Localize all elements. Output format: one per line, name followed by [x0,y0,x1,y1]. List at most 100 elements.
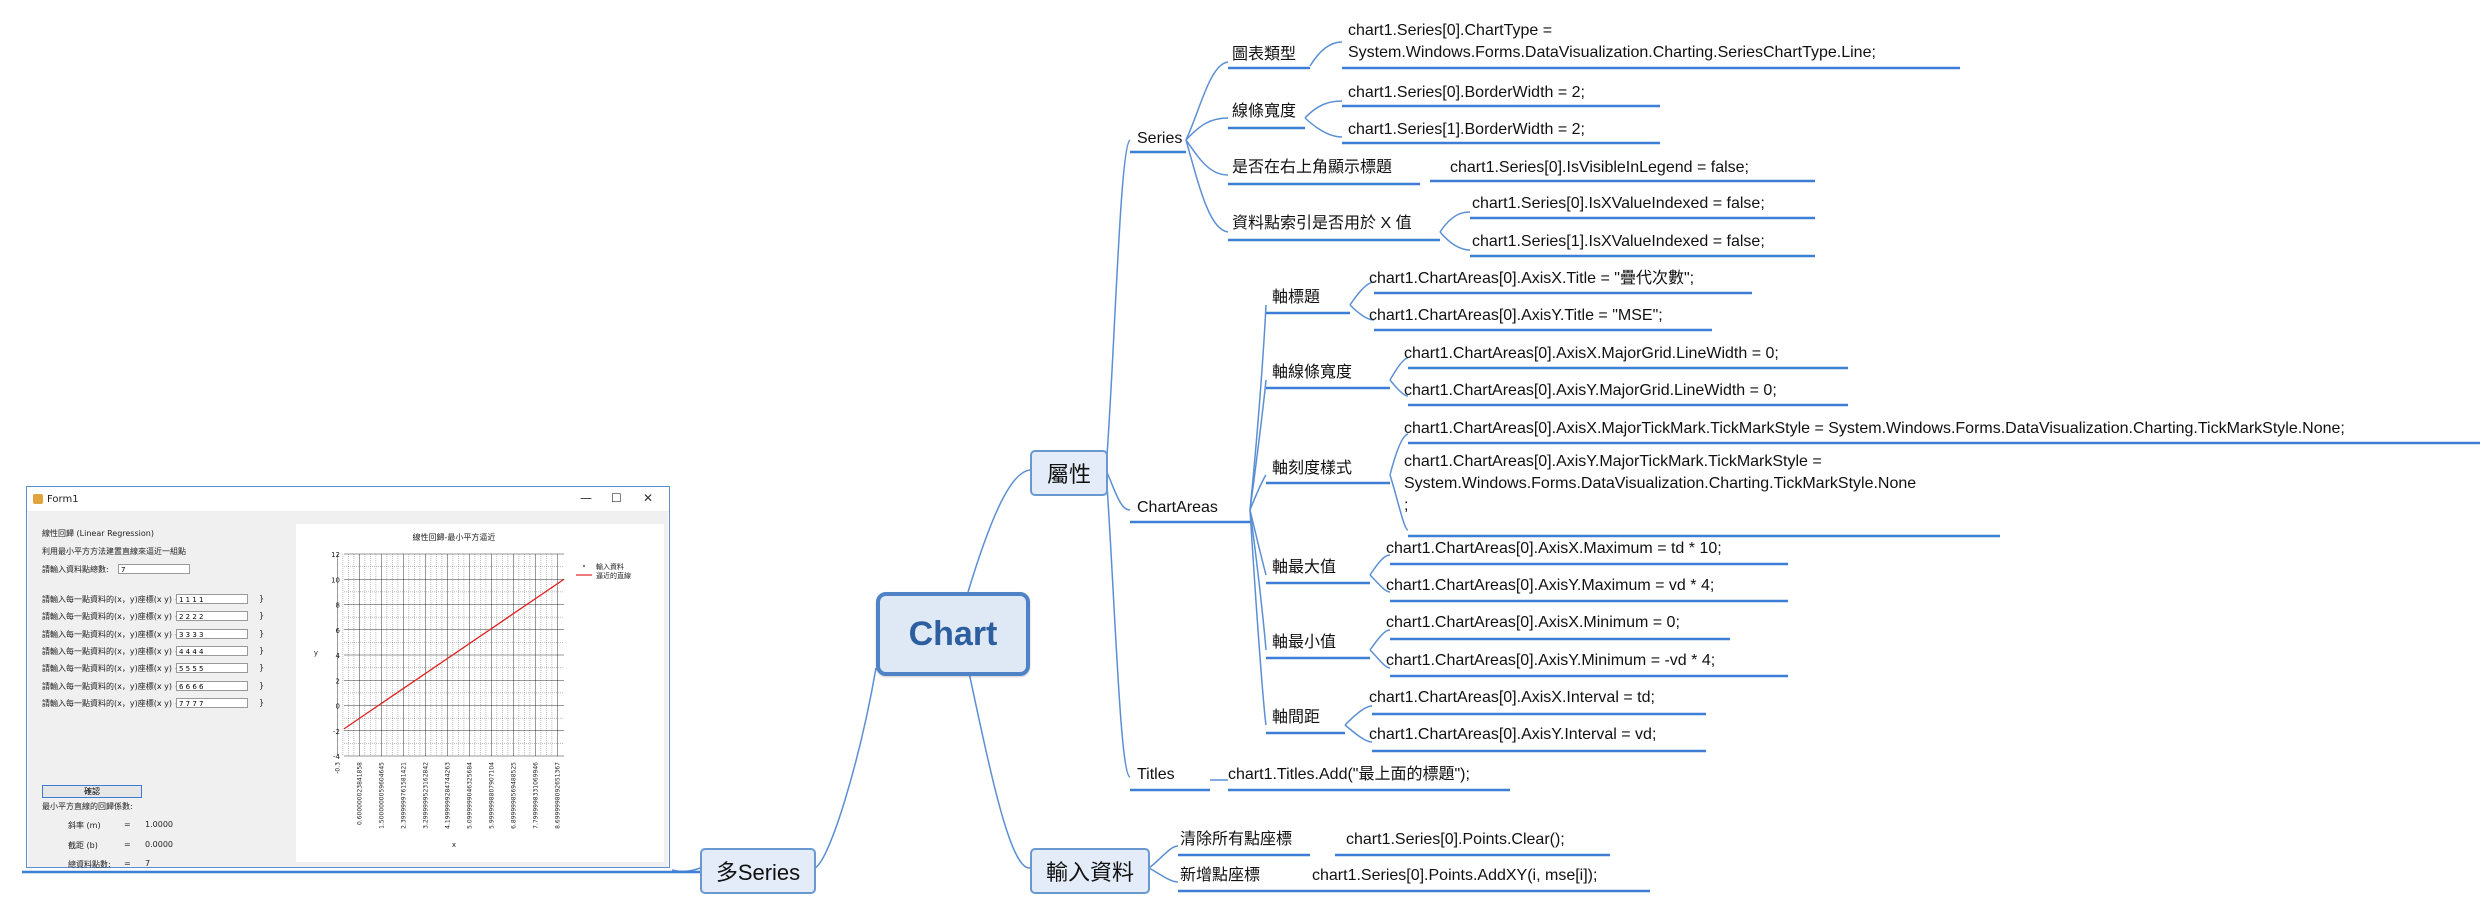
y-tick-label: 6 [336,627,341,635]
branch-multi-series[interactable]: 多Series [700,848,816,894]
code-axis-x-title[interactable]: chart1.ChartAreas[0].AxisX.Title = "疊代次數… [1369,270,1695,287]
coordinate-row-end: } [259,628,265,638]
y-tick-label: -2 [333,728,340,736]
coordinate-row-input[interactable]: 5 5 5 5 [176,663,248,674]
code-titles-add[interactable]: chart1.Titles.Add("最上面的標題"); [1228,766,1470,783]
code-axis-x-interval[interactable]: chart1.ChartAreas[0].AxisX.Interval = td… [1369,689,1655,706]
x-tick-label: 8.6999998092651367 [554,762,561,829]
intercept-eq: = [124,840,131,849]
x-tick-label: 3.2999999523162842 [422,762,429,829]
y-tick-label: 2 [336,677,340,685]
coordinate-row-input[interactable]: 6 6 6 6 [176,680,248,691]
form-app-icon [33,494,43,504]
x-tick-label: 5.0999999046325684 [466,762,473,829]
code-axis-x-max[interactable]: chart1.ChartAreas[0].AxisX.Maximum = td … [1386,540,1722,557]
close-icon[interactable]: ✕ [643,491,654,505]
y-tick-label: 0 [336,703,340,711]
coordinate-row-label: 請輸入每一點資料的(x，y)座標(x y) { [42,629,180,639]
code-axis-y-max[interactable]: chart1.ChartAreas[0].AxisY.Maximum = vd … [1386,577,1715,594]
node-chartareas[interactable]: ChartAreas [1137,499,1218,516]
code-axis-x-tick[interactable]: chart1.ChartAreas[0].AxisX.MajorTickMark… [1404,420,2345,437]
coordinate-row-end: } [259,611,265,621]
code-x-indexed-1[interactable]: chart1.Series[1].IsXValueIndexed = false… [1472,233,1765,250]
x-tick-label: 6.8999998569488525 [510,762,517,829]
coordinate-row-input[interactable]: 1 1 1 1 [176,594,248,604]
minimize-icon[interactable]: — [580,491,592,505]
confirm-button[interactable]: 確認 [42,785,142,798]
y-tick-label: 4 [336,652,341,660]
code-line-width-1[interactable]: chart1.Series[1].BorderWidth = 2; [1348,121,1585,138]
x-tick-label: 4.1999999284744263 [444,762,451,829]
node-line-width[interactable]: 線條寬度 [1232,103,1297,120]
maximize-icon[interactable]: ☐ [611,491,622,505]
coordinate-row-label: 請輸入每一點資料的(x，y)座標(x y) { [42,612,180,622]
coordinate-row-label: 請輸入每一點資料的(x，y)座標(x y) { [42,664,180,674]
coordinate-row-input[interactable]: 4 4 4 4 [176,645,248,656]
code-axis-y-min[interactable]: chart1.ChartAreas[0].AxisY.Minimum = -vd… [1386,652,1716,669]
coordinate-row-label: 請輸入每一點資料的(x，y)座標(x y) { [42,595,180,604]
intercept-label: 截距 (b) [68,841,98,850]
code-legend-visible[interactable]: chart1.Series[0].IsVisibleInLegend = fal… [1450,159,1749,176]
result-heading: 最小平方直線的回歸係數: [42,802,133,811]
form-titlebar: Form1 [27,487,669,512]
code-axis-x-min[interactable]: chart1.ChartAreas[0].AxisX.Minimum = 0; [1386,614,1680,631]
node-legend-visible[interactable]: 是否在右上角顯示標題 [1232,159,1393,176]
node-chart-type[interactable]: 圖表類型 [1232,46,1297,63]
form-client-area: 線性回歸 (Linear Regression) 利用最小平方方法建置直線來逼近… [28,512,668,869]
code-add-point[interactable]: chart1.Series[0].Points.AddXY(i, mse[i])… [1312,867,1598,884]
coordinate-row-end: } [259,697,265,707]
legend-entry: 輸入資料 [596,562,624,571]
code-chart-type-line2: System.Windows.Forms.DataVisualization.C… [1348,44,1876,61]
central-topic[interactable]: Chart [876,592,1030,676]
coordinate-row-end: } [259,680,265,690]
legend-entry: 逼近的直線 [596,571,631,580]
coordinate-row-input[interactable]: 3 3 3 3 [176,628,248,639]
form-title: Form1 [47,493,79,505]
node-axis-interval[interactable]: 軸間距 [1272,709,1321,726]
slope-value: 1.0000 [145,820,173,829]
form-subheading: 利用最小平方方法建置直線來逼近一組點 [42,547,186,556]
node-series[interactable]: Series [1137,130,1183,147]
branch-properties[interactable]: 屬性 [1030,450,1108,496]
y-tick-label: 12 [331,551,340,559]
x-tick-label: 5.9999998807907104 [488,762,495,829]
code-chart-type[interactable]: chart1.Series[0].ChartType = System.Wind… [1348,20,1876,64]
code-axis-y-grid[interactable]: chart1.ChartAreas[0].AxisY.MajorGrid.Lin… [1404,382,1777,399]
count-label: 請輸入資料點總數: [42,565,109,574]
node-clear-points[interactable]: 清除所有點座標 [1180,831,1293,848]
code-axis-y-title[interactable]: chart1.ChartAreas[0].AxisY.Title = "MSE"… [1369,307,1663,324]
y-tick-label: 8 [336,602,340,610]
code-clear-points[interactable]: chart1.Series[0].Points.Clear(); [1346,831,1565,848]
code-line-width-0[interactable]: chart1.Series[0].BorderWidth = 2; [1348,84,1585,101]
node-x-value-indexed[interactable]: 資料點索引是否用於 X 值 [1232,215,1412,232]
code-axis-y-tick[interactable]: chart1.ChartAreas[0].AxisY.MajorTickMark… [1404,451,1916,517]
node-axis-line-width[interactable]: 軸線條寬度 [1272,364,1353,381]
count-input[interactable]: 7 [118,564,190,574]
x-tick-label: -0.3 [334,762,341,774]
branch-input-data[interactable]: 輸入資料 [1030,848,1150,894]
node-tick-style[interactable]: 軸刻度樣式 [1272,460,1353,477]
x-tick-label: 2.3999999761581421 [400,762,407,829]
node-add-point[interactable]: 新增點座標 [1180,867,1261,884]
node-axis-max[interactable]: 軸最大值 [1272,559,1337,576]
points-value: 7 [145,859,151,868]
coordinate-row-input[interactable]: 2 2 2 2 [176,611,248,622]
code-axis-y-interval[interactable]: chart1.ChartAreas[0].AxisY.Interval = vd… [1369,726,1657,743]
node-axis-title[interactable]: 軸標題 [1272,289,1321,306]
x-tick-label: 7.7999998331069946 [532,762,539,829]
coordinate-row-end: } [259,663,265,673]
y-tick-label: 10 [331,576,340,584]
code-axis-y-tick-line3: ; [1404,497,1409,514]
y-tick-label: -4 [333,753,341,761]
code-axis-x-grid[interactable]: chart1.ChartAreas[0].AxisX.MajorGrid.Lin… [1404,345,1779,362]
code-x-indexed-0[interactable]: chart1.Series[0].IsXValueIndexed = false… [1472,195,1765,212]
coordinate-row-input[interactable]: 7 7 7 7 [176,697,248,708]
code-axis-y-tick-line2: System.Windows.Forms.DataVisualization.C… [1404,475,1917,492]
node-titles[interactable]: Titles [1137,766,1175,783]
node-axis-min[interactable]: 軸最小值 [1272,634,1337,651]
x-axis-label: x [452,841,456,849]
coordinate-row-end: } [259,645,265,655]
